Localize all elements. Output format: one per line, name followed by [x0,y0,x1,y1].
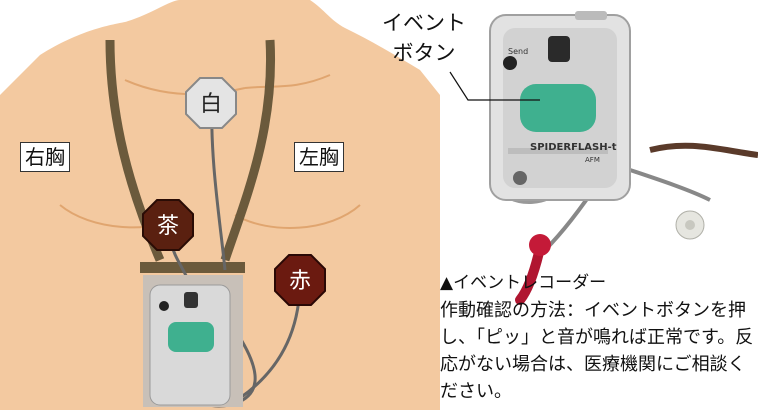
caption: ▲イベントレコーダー 作動確認の方法：イベントボタンを押し、「ピッ」と音が鳴れば… [440,270,756,405]
lanyard-strap-right [220,39,276,262]
electrode-red-label: 赤 [289,269,311,294]
event-recorder-device [489,11,758,252]
label-left-chest: 左胸 [294,142,344,172]
callout-line-1: イベント [382,11,466,35]
electrode-cable-red [515,234,551,305]
chest-device [149,284,231,406]
collarbone-right [244,74,331,89]
electrode-white [185,77,237,129]
device-button-label: Send [508,47,528,56]
lanyard-bar [140,262,245,273]
callout-line [449,71,540,101]
label-right-chest: 右胸 [20,142,70,172]
caption-heading: ▲イベントレコーダー [440,273,607,293]
electrode-red [274,254,326,306]
callout-line-2: ボタン [392,41,456,65]
electrode-cable-white [675,210,705,240]
pectoral-line-left [234,204,361,229]
device-brand: SPIDERFLASH-t [530,142,617,153]
event-button-callout: イベント ボタン [364,8,484,68]
caption-body: 作動確認の方法：イベントボタンを押し、「ピッ」と音が鳴れば正常です。反応がない場… [440,300,754,402]
electrode-brown [142,199,194,251]
electrode-white-label: 白 [200,92,222,117]
device-model: AFM [585,156,600,164]
electrode-brown-label: 茶 [157,214,179,239]
